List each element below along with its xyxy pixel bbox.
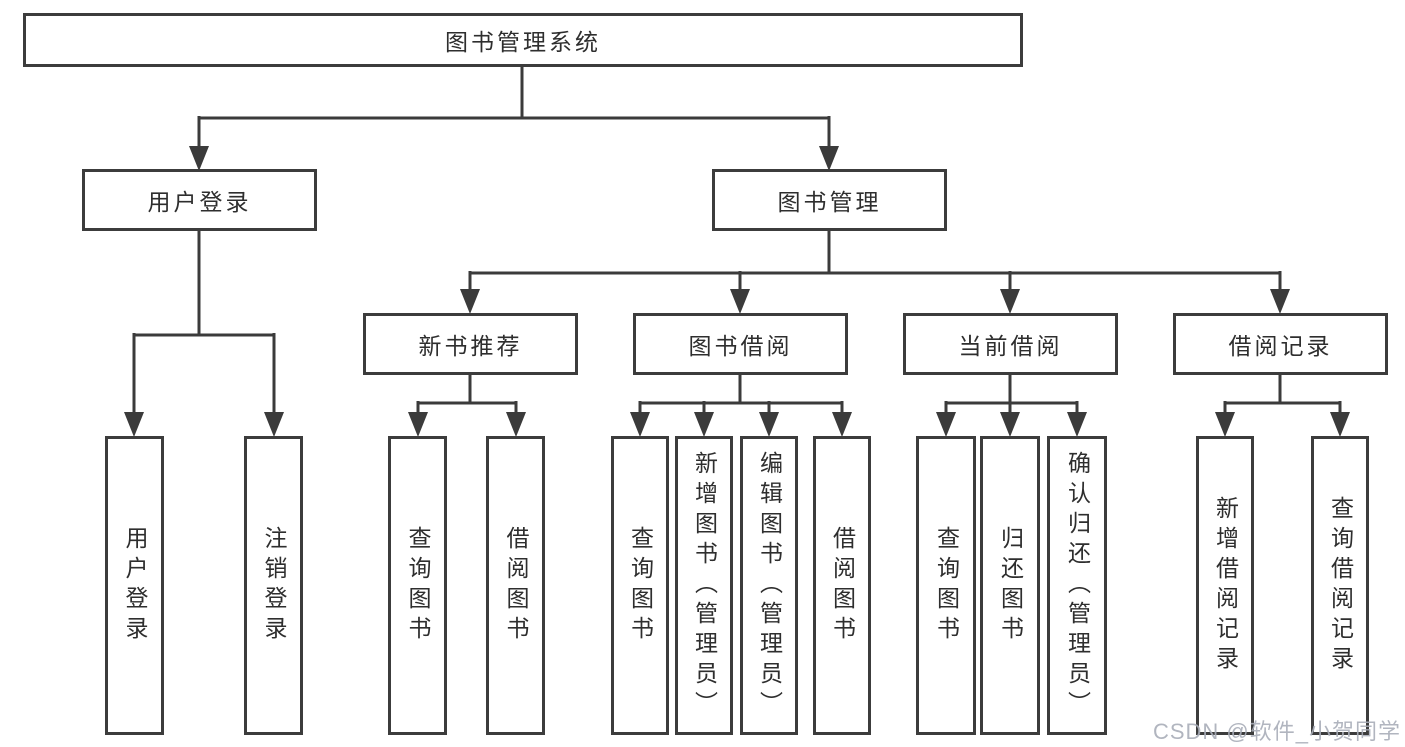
arrowhead-icon [189,146,209,171]
node-library-system: 图书管理系统 [23,13,1023,67]
node-book-borrowing: 图书借阅 [633,313,848,375]
leaf-logout: 注销登录 [244,436,303,735]
leaf-borrow-books-borrowing: 借阅图书 [813,436,871,735]
leaf-query-borrow-record: 查询借阅记录 [1311,436,1369,735]
arrowhead-icon [730,289,750,314]
arrowhead-icon [936,412,956,437]
arrowhead-icon [759,412,779,437]
arrowhead-icon [630,412,650,437]
leaf-query-books-current: 查询图书 [916,436,976,735]
arrowhead-icon [819,146,839,171]
node-new-book-recommend: 新书推荐 [363,313,578,375]
arrowhead-icon [1330,412,1350,437]
arrowhead-icon [1000,412,1020,437]
leaf-confirm-return-admin: 确认归还（管理员） [1047,436,1107,735]
arrowhead-icon [1067,412,1087,437]
csdn-watermark: CSDN @软件_小贺同学 [1152,719,1401,744]
leaf-add-borrow-record: 新增借阅记录 [1196,436,1254,735]
arrowhead-icon [1215,412,1235,437]
arrowhead-icon [1270,289,1290,314]
node-current-borrowing: 当前借阅 [903,313,1118,375]
leaf-edit-book-admin: 编辑图书（管理员） [740,436,798,735]
connector-path [132,67,1342,419]
leaf-return-books: 归还图书 [980,436,1040,735]
node-borrowing-records: 借阅记录 [1173,313,1388,375]
arrowheads [124,146,1350,437]
leaf-query-books-borrowing: 查询图书 [611,436,669,735]
node-book-management-branch: 图书管理 [712,169,947,231]
arrowhead-icon [460,289,480,314]
arrowhead-icon [832,412,852,437]
leaf-add-book-admin: 新增图书（管理员） [675,436,733,735]
arrowhead-icon [408,412,428,437]
arrowhead-icon [694,412,714,437]
arrowhead-icon [124,412,144,437]
arrowhead-icon [264,412,284,437]
arrowhead-icon [1000,289,1020,314]
leaf-query-books-recommend: 查询图书 [388,436,447,735]
leaf-borrow-books-recommend: 借阅图书 [486,436,545,735]
node-user-login-branch: 用户登录 [82,169,317,231]
arrowhead-icon [506,412,526,437]
leaf-user-login: 用户登录 [105,436,164,735]
